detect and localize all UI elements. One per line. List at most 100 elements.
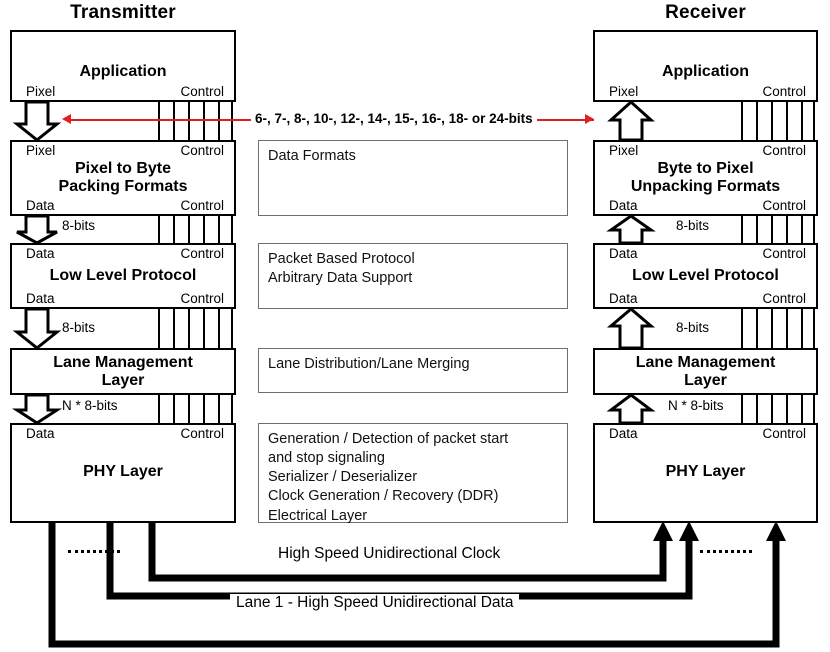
tx-control-line xyxy=(218,309,221,348)
rx-data-arrow-icon xyxy=(607,99,655,142)
tx-pack-port-data-bot: Data xyxy=(26,198,55,213)
rx-control-line xyxy=(756,309,759,348)
bit-depth-arrow-right-icon xyxy=(585,114,594,124)
rx-control-line xyxy=(786,309,789,348)
tx-layer-llp[interactable]: Data Control Low Level Protocol Data Con… xyxy=(10,243,236,309)
tx-control-line xyxy=(203,216,206,243)
tx-packing-label-line1: Pixel to Byte xyxy=(74,160,172,177)
tx-application-label: Application xyxy=(79,63,167,80)
rx-layer-unpacking[interactable]: Pixel Control Byte to Pixel Unpacking Fo… xyxy=(593,140,818,216)
tx-pack-port-control-bot: Control xyxy=(180,198,224,213)
tx-app-port-control: Control xyxy=(180,84,224,99)
rx-data-arrow-icon xyxy=(606,393,656,425)
tx-control-line xyxy=(218,216,221,243)
rx-control-line xyxy=(741,216,744,243)
desc-box-low-level-protocol: Packet Based Protocol Arbitrary Data Sup… xyxy=(258,243,568,309)
rx-data-arrow-icon xyxy=(606,214,656,245)
rx-control-line xyxy=(756,216,759,243)
rx-unpack-port-data-bot: Data xyxy=(609,198,638,213)
rx-control-line xyxy=(786,102,789,140)
rx-control-line xyxy=(813,102,816,140)
tx-phy-port-data: Data xyxy=(26,426,55,441)
tx-llp-port-data-top: Data xyxy=(26,246,55,261)
rx-control-line xyxy=(801,102,804,140)
desc-box-data-formats: Data Formats xyxy=(258,140,568,216)
rx-llp-port-data-top: Data xyxy=(609,246,638,261)
rx-bits-label-lml: N * 8-bits xyxy=(668,398,724,413)
rx-control-line xyxy=(813,216,816,243)
rx-unpack-port-control-top: Control xyxy=(762,143,806,158)
tx-llp-label: Low Level Protocol xyxy=(49,267,197,284)
tx-control-line xyxy=(188,216,191,243)
tx-bits-label-packing: 8-bits xyxy=(62,218,96,233)
tx-bits-label-lml: N * 8-bits xyxy=(62,398,118,413)
rx-unpack-port-pixel-top: Pixel xyxy=(609,143,639,158)
rx-bits-label-unpacking: 8-bits xyxy=(676,218,710,233)
desc-line: Clock Generation / Recovery (DDR) xyxy=(268,488,499,505)
tx-phy-port-control: Control xyxy=(180,426,224,441)
tx-lml-label-line2: Layer xyxy=(101,372,145,389)
transmitter-title: Transmitter xyxy=(70,2,176,23)
rx-data-arrow-icon xyxy=(606,307,656,350)
tx-control-line xyxy=(173,395,176,423)
rx-control-line xyxy=(801,309,804,348)
tx-control-line xyxy=(203,395,206,423)
tx-control-line xyxy=(203,309,206,348)
rx-lml-label-line1: Lane Management xyxy=(635,354,776,371)
tx-app-port-pixel: Pixel xyxy=(26,84,56,99)
rx-layer-phy[interactable]: Data Control PHY Layer xyxy=(593,423,818,523)
rx-control-line xyxy=(801,395,804,423)
rx-lml-label-line2: Layer xyxy=(684,372,727,389)
lane-continuation-dots-right xyxy=(700,550,752,553)
bit-depth-annotation-text: 6-, 7-, 8-, 10-, 12-, 14-, 15-, 16-, 18-… xyxy=(251,111,537,126)
tx-layer-phy[interactable]: Data Control PHY Layer xyxy=(10,423,236,523)
tx-control-line xyxy=(231,395,234,423)
tx-control-line xyxy=(158,309,161,348)
desc-line: Data Formats xyxy=(268,148,356,164)
tx-layer-packing[interactable]: Pixel Control Pixel to Byte Packing Form… xyxy=(10,140,236,216)
rx-control-line xyxy=(771,395,774,423)
tx-control-line xyxy=(158,102,161,140)
rx-layer-lane-management[interactable]: Lane Management Layer xyxy=(593,348,818,395)
rx-control-line xyxy=(813,395,816,423)
tx-llp-port-control-bot: Control xyxy=(180,291,224,306)
tx-control-line xyxy=(158,216,161,243)
desc-line: Lane Distribution/Lane Merging xyxy=(268,356,470,372)
desc-line: Serializer / Deserializer xyxy=(268,469,418,486)
rx-control-line xyxy=(771,309,774,348)
tx-layer-application[interactable]: Application Pixel Control xyxy=(10,30,236,102)
lane1-link-label: Lane 1 - High Speed Unidirectional Data xyxy=(230,594,520,612)
rx-app-port-pixel: Pixel xyxy=(609,84,639,99)
rx-llp-port-data-bot: Data xyxy=(609,291,638,306)
desc-line: Arbitrary Data Support xyxy=(268,270,413,287)
rx-llp-port-control-bot: Control xyxy=(762,291,806,306)
desc-line: Packet Based Protocol xyxy=(268,251,415,267)
tx-control-line xyxy=(188,395,191,423)
rx-layer-application[interactable]: Application Pixel Control xyxy=(593,30,818,102)
desc-line: and stop signaling xyxy=(268,450,385,467)
desc-line: Generation / Detection of packet start xyxy=(268,431,509,447)
rx-control-line xyxy=(786,216,789,243)
tx-layer-lane-management[interactable]: Lane Management Layer xyxy=(10,348,236,395)
receiver-title: Receiver xyxy=(665,2,746,23)
tx-control-line xyxy=(231,102,234,140)
bit-depth-arrow-left-icon xyxy=(62,114,71,124)
desc-line: Electrical Layer xyxy=(268,507,368,524)
rx-app-port-control: Control xyxy=(762,84,806,99)
tx-control-line xyxy=(188,309,191,348)
rx-control-line xyxy=(741,395,744,423)
desc-box-lane-management: Lane Distribution/Lane Merging xyxy=(258,348,568,393)
tx-control-line xyxy=(188,102,191,140)
rx-phy-port-control: Control xyxy=(762,426,806,441)
tx-control-line xyxy=(173,309,176,348)
rx-control-line xyxy=(756,395,759,423)
tx-llp-port-data-bot: Data xyxy=(26,291,55,306)
tx-bits-label-llp: 8-bits xyxy=(62,320,96,335)
rx-llp-label: Low Level Protocol xyxy=(632,267,779,284)
outer-link-arrowhead xyxy=(766,521,786,541)
rx-llp-port-control-top: Control xyxy=(762,246,806,261)
rx-layer-llp[interactable]: Data Control Low Level Protocol Data Con… xyxy=(593,243,818,309)
tx-pack-port-control-top: Control xyxy=(180,143,224,158)
rx-application-label: Application xyxy=(661,63,750,80)
